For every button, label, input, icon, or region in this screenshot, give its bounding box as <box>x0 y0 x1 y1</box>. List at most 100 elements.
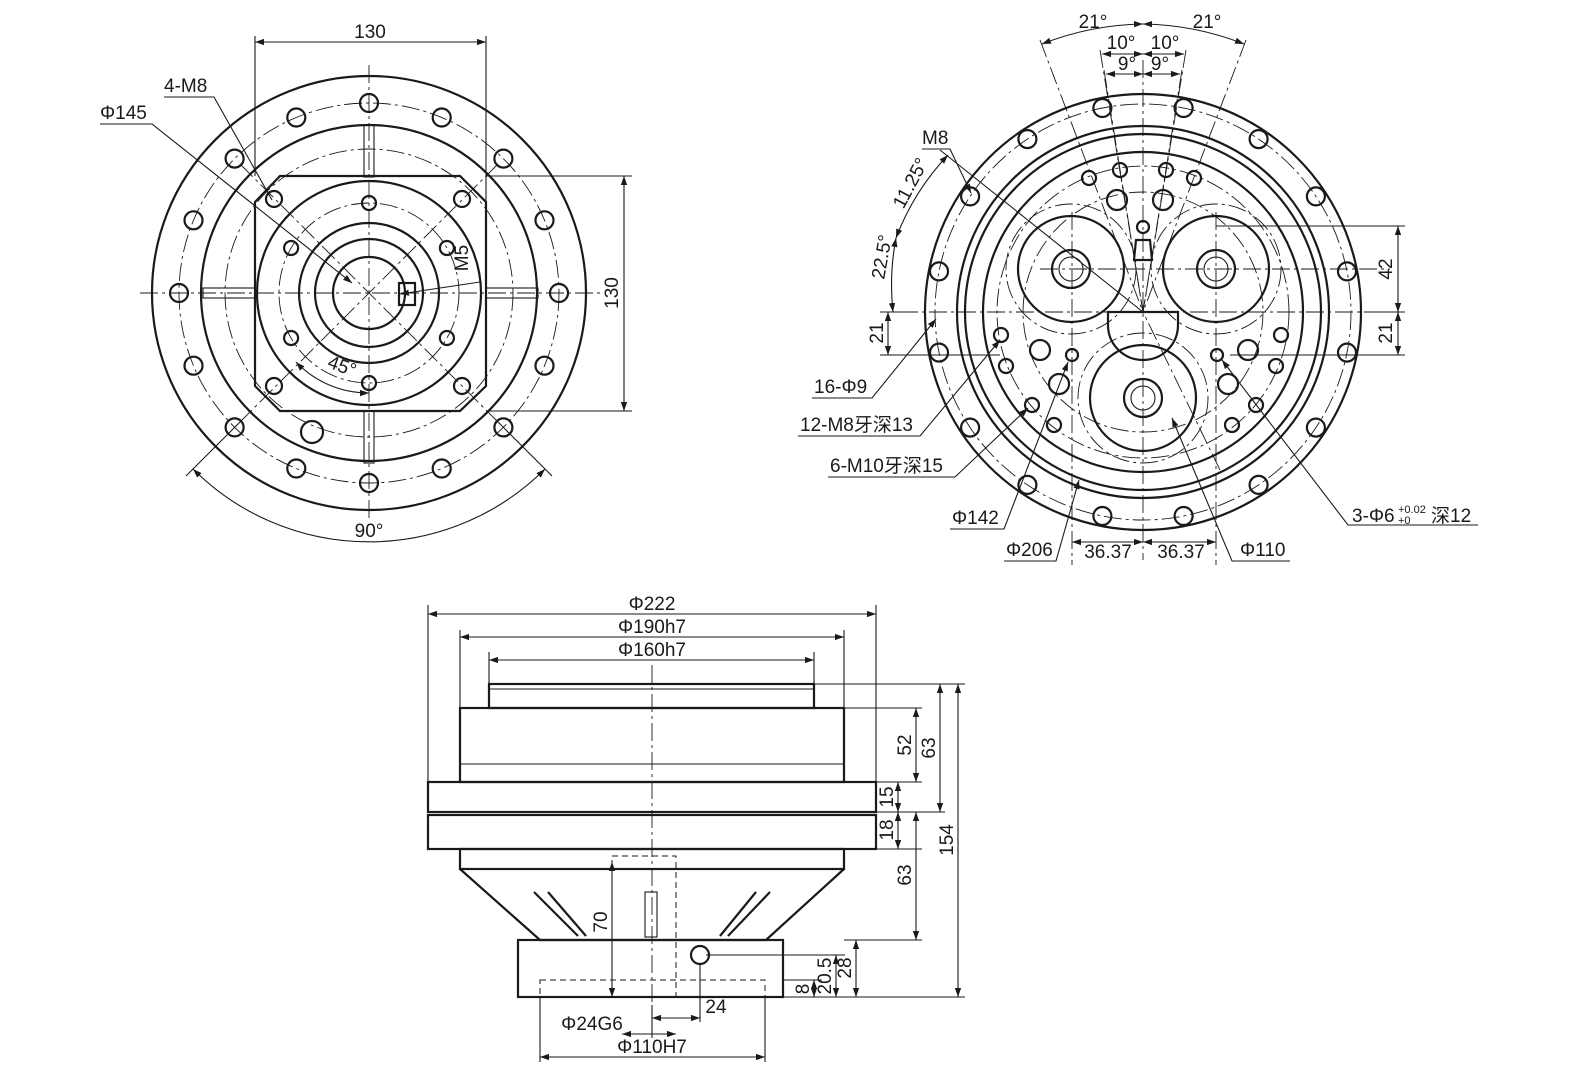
rear-leader-16phi9 <box>812 318 937 399</box>
front-m8-hole <box>452 189 472 209</box>
rear-angle-22-5-arc <box>888 237 898 313</box>
side-dim-15-text: 15 <box>877 786 898 807</box>
front-outer-bolt-hole <box>183 210 204 231</box>
rear-phi9-hole <box>928 342 950 363</box>
rear-label-6m10: 6-M10牙深15 <box>830 455 943 477</box>
side-dim-24-text: 24 <box>705 997 727 1018</box>
front-rib-bottom <box>363 410 375 464</box>
rear-leader-12m8 <box>798 339 1001 437</box>
front-label-m5: M5 <box>452 245 473 271</box>
side-dim-63-top-text: 63 <box>919 737 940 758</box>
side-rib-left-2 <box>547 891 587 937</box>
rear-6-m10-holes <box>1028 188 1260 396</box>
side-dim-52-text: 52 <box>895 734 916 755</box>
rear-m8-hole <box>1272 326 1290 344</box>
rear-m8-hole <box>1023 396 1041 414</box>
rear-angle-line <box>1142 311 1221 471</box>
rear-angle-11-25-arc <box>895 154 949 239</box>
rear-phi9-hole <box>1092 97 1113 119</box>
side-dim-phi190-text: Φ190h7 <box>618 617 686 638</box>
front-m5-hole <box>283 329 300 347</box>
rear-leader-phi206 <box>1004 479 1080 562</box>
side-rib-left <box>533 891 579 937</box>
front-view: 130 130 4-M8 Φ145 M5 45° 90° <box>100 22 632 543</box>
side-rib-right-2 <box>719 891 757 937</box>
rear-angle-21-left: 21° <box>1079 12 1108 33</box>
rear-m10-hole <box>1028 338 1052 362</box>
front-m8-hole <box>264 376 284 396</box>
rear-phi9-hole <box>1017 474 1038 495</box>
front-m5-hole <box>283 239 300 257</box>
side-dim-154-text: 154 <box>937 824 958 856</box>
rear-m10-hole <box>1236 338 1260 362</box>
side-hidden-bore <box>611 855 677 998</box>
rear-angle-11-25: 11.25° <box>889 155 933 212</box>
rear-label-3phi6-tol-lower: +0 <box>1398 515 1411 527</box>
side-dim-phi110h7-text: Φ110H7 <box>617 1037 687 1058</box>
rear-m8-hole <box>1267 357 1285 375</box>
rear-m10-hole <box>1216 372 1240 396</box>
rear-dim-42-text: 42 <box>1376 258 1397 279</box>
front-outer-bolt-hole <box>286 107 307 128</box>
front-outer-bolt-hole <box>534 210 555 231</box>
front-outer-bolt-hole <box>493 417 514 438</box>
rear-dim-21-right-text: 21 <box>1376 322 1397 343</box>
rear-leader-6m10 <box>828 407 1029 478</box>
rear-angle-10-left: 10° <box>1107 33 1136 54</box>
rear-m10-hole <box>1105 188 1129 212</box>
rear-m8-hole <box>1045 416 1063 434</box>
rear-phi9-hole <box>1173 505 1194 527</box>
front-m5-hole <box>360 194 378 212</box>
rear-leader-m8 <box>922 148 972 194</box>
side-rib-centre <box>644 891 658 938</box>
side-rib-right <box>727 891 771 937</box>
rear-phi9-hole <box>1017 129 1038 150</box>
front-ext-line <box>497 421 553 477</box>
rear-label-16phi9: 16-Φ9 <box>814 377 867 398</box>
rear-angle-21-right-arc <box>1142 20 1245 45</box>
rear-label-phi206: Φ206 <box>1006 540 1053 561</box>
rear-label-phi142: Φ142 <box>952 508 999 529</box>
rear-leader-3phi6 <box>1221 359 1478 526</box>
front-leader-m5 <box>399 281 481 296</box>
rear-label-3phi6-depth: 深12 <box>1431 505 1471 527</box>
rear-centre-boss <box>1106 310 1180 362</box>
rear-leader-phi110 <box>1171 417 1290 562</box>
rear-pin-right <box>1209 347 1225 363</box>
rear-phi9-hole <box>1336 261 1358 282</box>
rear-phi9-hole <box>1092 505 1113 527</box>
front-outer-bolt-hole <box>183 355 204 376</box>
rear-angle-line <box>1142 39 1247 313</box>
rear-label-m8: M8 <box>922 128 948 149</box>
front-dim-width-text: 130 <box>354 22 386 43</box>
rear-m8-hole <box>1157 161 1175 179</box>
rear-m10-hole <box>1047 372 1071 396</box>
rear-gear-left <box>1016 214 1126 324</box>
rear-label-phi110: Φ110 <box>1240 540 1285 561</box>
front-outer-bolt-hole <box>534 355 555 376</box>
rear-leader-phi142 <box>950 361 1069 530</box>
front-dim-height-text: 130 <box>602 277 623 309</box>
side-dim-70-text: 70 <box>591 911 612 932</box>
rear-m8-hole <box>1247 396 1265 414</box>
side-pilot-step <box>487 682 816 710</box>
front-m8-holes <box>264 189 472 396</box>
rear-angle-22-5: 22.5° <box>868 233 896 281</box>
rear-label-12m8: 12-M8牙深13 <box>800 414 913 436</box>
side-view: Φ222 Φ190h7 Φ160h7 52 63 154 15 18 63 28 <box>426 594 965 1062</box>
rear-label-3phi6-main: 3-Φ6 <box>1352 506 1395 527</box>
front-mounting-plate <box>253 174 488 413</box>
front-rib-right <box>485 287 539 299</box>
rear-16-phi9-holes <box>928 97 1358 527</box>
front-leader-4m8 <box>164 96 273 201</box>
rear-phi9-hole <box>928 261 950 282</box>
front-m8-hole <box>264 189 284 209</box>
front-outer-bolt-hole <box>431 107 452 128</box>
rear-angle-9-left: 9° <box>1118 54 1136 75</box>
side-dim-28-text: 28 <box>835 957 856 978</box>
front-outer-bolt-hole <box>493 148 514 169</box>
side-dim-20-5-text: 20.5 <box>815 958 836 995</box>
front-angle-90-text: 90° <box>355 521 384 542</box>
rear-angle-10-right: 10° <box>1151 33 1180 54</box>
rear-phi9-hole <box>1305 417 1327 438</box>
